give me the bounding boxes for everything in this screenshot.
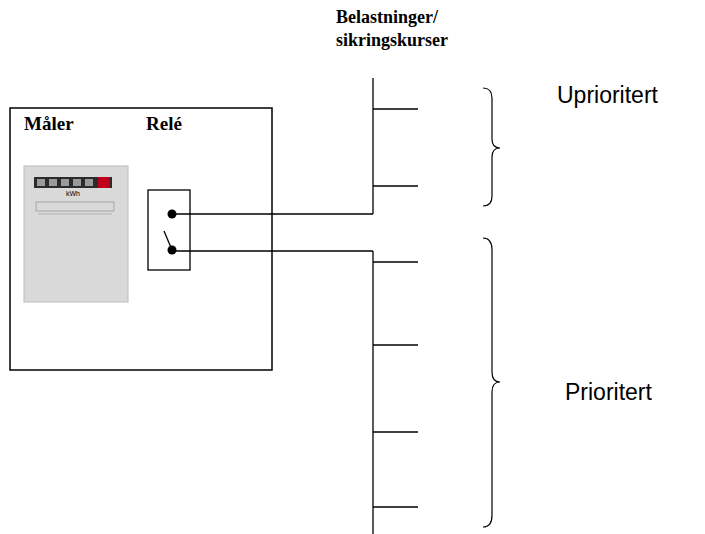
- group-label: Uprioritert: [557, 82, 658, 109]
- brace: [483, 88, 500, 527]
- relay-box: Relé: [142, 110, 196, 272]
- meter-illustration: [24, 166, 128, 302]
- meter-box: Måler: [20, 110, 132, 304]
- bus-heading: Belastninger/ sikringskurser: [336, 6, 464, 53]
- unit-label: kWh: [66, 190, 80, 197]
- group-label: Prioritert: [565, 379, 652, 406]
- relay-symbol: [148, 190, 190, 270]
- part-label: Relé: [146, 113, 182, 135]
- housing: [10, 108, 272, 370]
- bus-wires: [172, 78, 418, 534]
- part-label: Måler: [24, 113, 74, 135]
